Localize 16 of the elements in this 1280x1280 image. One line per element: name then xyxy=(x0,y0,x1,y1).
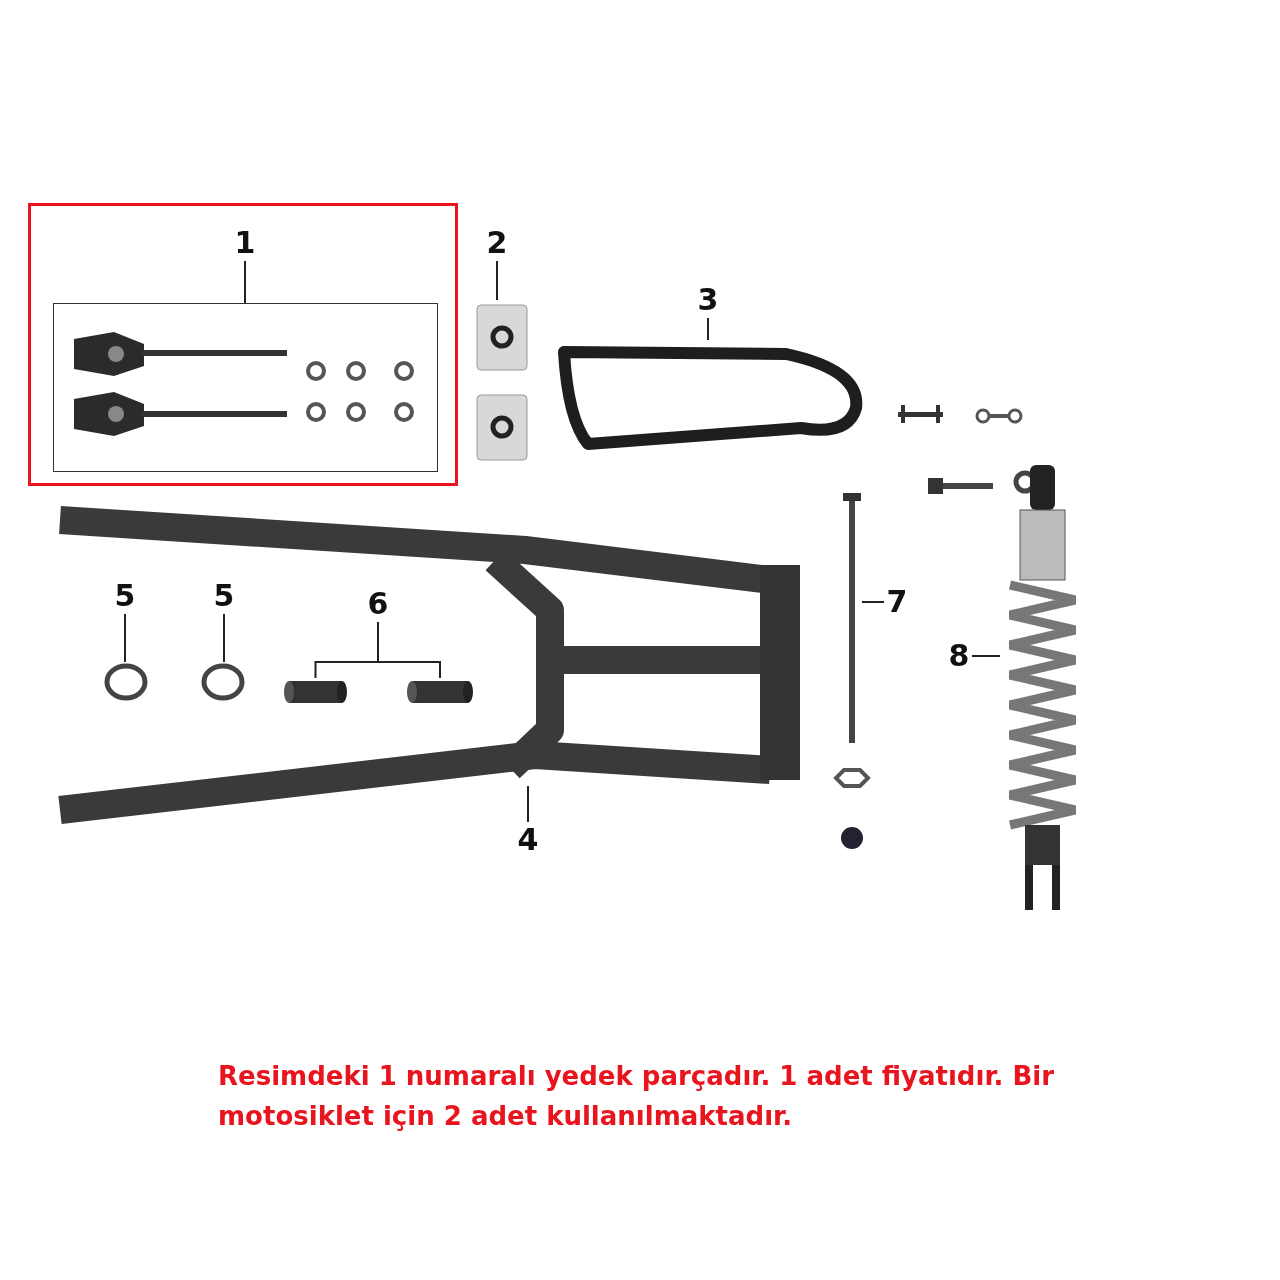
leader-line xyxy=(124,613,126,663)
leader-line xyxy=(244,260,246,304)
leader-line xyxy=(496,260,498,301)
note-text: Resimdeki 1 numaralı yedek parçadır. 1 adet fiyatıdır. Bir motosiklet için 2 adet kullanılmaktadır. xyxy=(218,1060,1055,1133)
ring-drawing xyxy=(199,662,247,702)
highlight-frame xyxy=(28,203,458,486)
bushing-drawing xyxy=(406,678,474,706)
ring-drawing xyxy=(102,662,150,702)
leader-line xyxy=(223,613,225,663)
leader-line xyxy=(971,655,1001,657)
leader-line xyxy=(377,621,441,679)
leader-line xyxy=(861,601,885,603)
bushing-drawing xyxy=(283,678,348,706)
leader-line xyxy=(527,785,529,823)
axle-bolt-drawing xyxy=(842,493,862,743)
leader-line xyxy=(707,317,709,341)
